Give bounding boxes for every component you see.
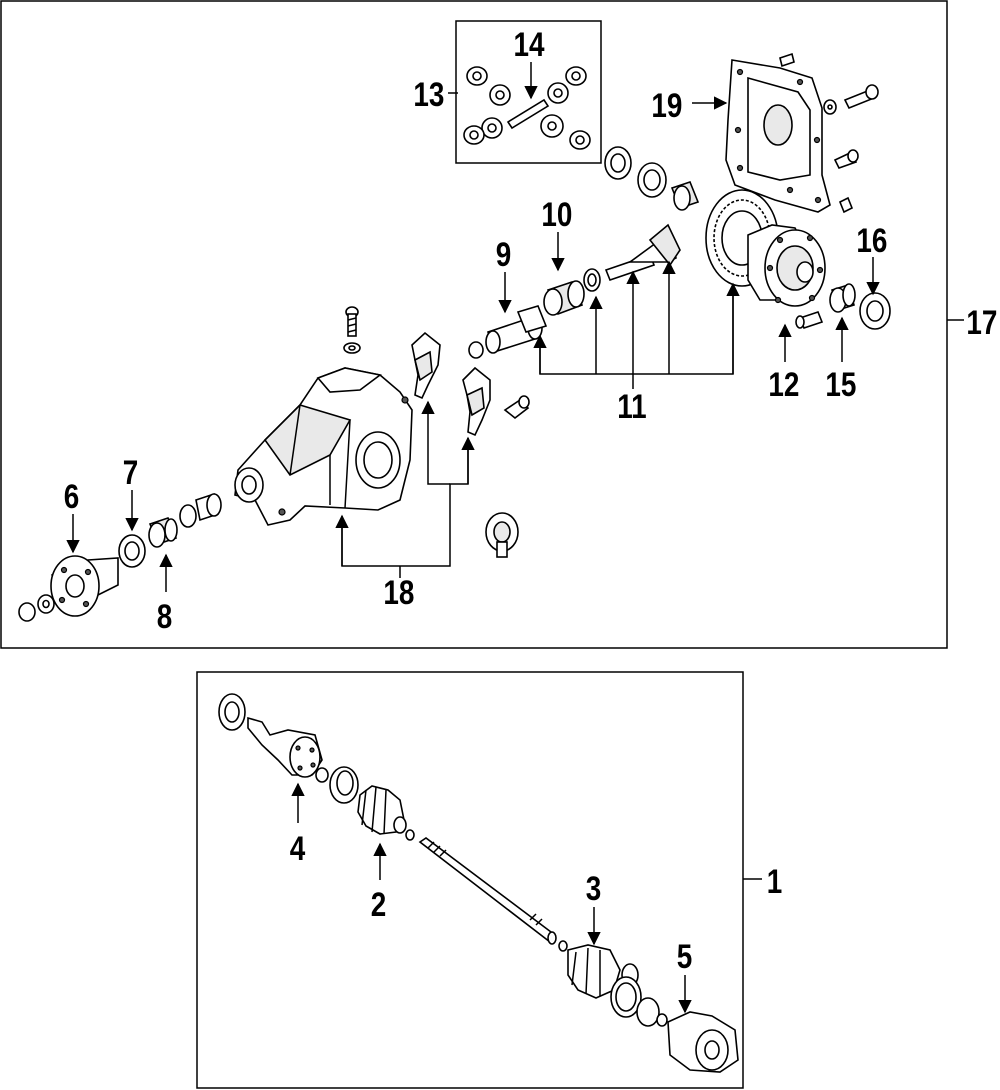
inner-housing-part[interactable] — [667, 1011, 739, 1073]
pinion-shaft-part[interactable] — [506, 98, 550, 130]
callout-15: 15 — [825, 365, 856, 403]
side-bearing-part[interactable] — [829, 283, 856, 313]
pinion-seal-part[interactable] — [118, 534, 146, 568]
carrier-housing-part[interactable] — [234, 367, 413, 526]
callout-7: 7 — [123, 453, 139, 491]
callout-5: 5 — [677, 937, 693, 975]
cv-joint-outer-part[interactable] — [218, 693, 323, 778]
cv-boot-part[interactable] — [357, 785, 415, 841]
pinion-nut-part[interactable] — [468, 305, 548, 359]
callout-14: 14 — [513, 25, 545, 63]
axle-seal-part[interactable] — [859, 292, 891, 330]
housing-bolt-part[interactable] — [343, 306, 361, 354]
callout-8: 8 — [157, 597, 173, 635]
cap-bolt-part[interactable] — [503, 395, 530, 420]
callout-17: 17 — [966, 303, 997, 341]
callout-9: 9 — [496, 235, 512, 273]
flange-nut-washer-part[interactable] — [18, 594, 55, 622]
companion-flange-part[interactable] — [50, 555, 119, 617]
callout-18: 18 — [383, 573, 414, 611]
callout-6: 6 — [64, 477, 80, 515]
callout-1: 1 — [767, 862, 783, 900]
callout-13: 13 — [413, 75, 444, 113]
axle-shaft-assembly-frame — [196, 671, 744, 1089]
pinion-gear-part[interactable] — [604, 223, 681, 282]
collapsible-spacer-part[interactable] — [179, 492, 222, 528]
differential-case-part[interactable] — [747, 224, 826, 307]
front-pinion-bearing-part[interactable] — [148, 517, 178, 548]
side-gear-kit-parts[interactable] — [463, 66, 591, 150]
callout-12: 12 — [768, 365, 799, 403]
callout-3: 3 — [586, 869, 602, 907]
callout-2: 2 — [371, 885, 387, 923]
inner-boot-rings-part[interactable] — [610, 976, 668, 1027]
differential-cover-part[interactable] — [725, 52, 831, 213]
callout-10: 10 — [541, 195, 572, 233]
bearing-cap-right-part[interactable] — [462, 366, 491, 437]
side-gear-kit-frame — [455, 20, 602, 164]
cover-bolts-part[interactable] — [823, 84, 879, 214]
callout-16: 16 — [856, 221, 887, 259]
bearing-cap-left-part[interactable] — [411, 331, 441, 400]
differential-assembly-frame — [0, 0, 948, 649]
callout-11: 11 — [617, 387, 646, 425]
rear-pinion-bearing-part[interactable] — [543, 268, 601, 316]
axle-shaft-part[interactable] — [418, 837, 568, 952]
case-bolt-part[interactable] — [795, 311, 824, 329]
boot-clamps-part[interactable] — [315, 766, 359, 804]
vent-connector-part[interactable] — [485, 512, 519, 558]
pinion-bearing-cups-part[interactable] — [604, 146, 700, 211]
callout-4: 4 — [290, 829, 306, 867]
callout-19: 19 — [651, 86, 682, 124]
